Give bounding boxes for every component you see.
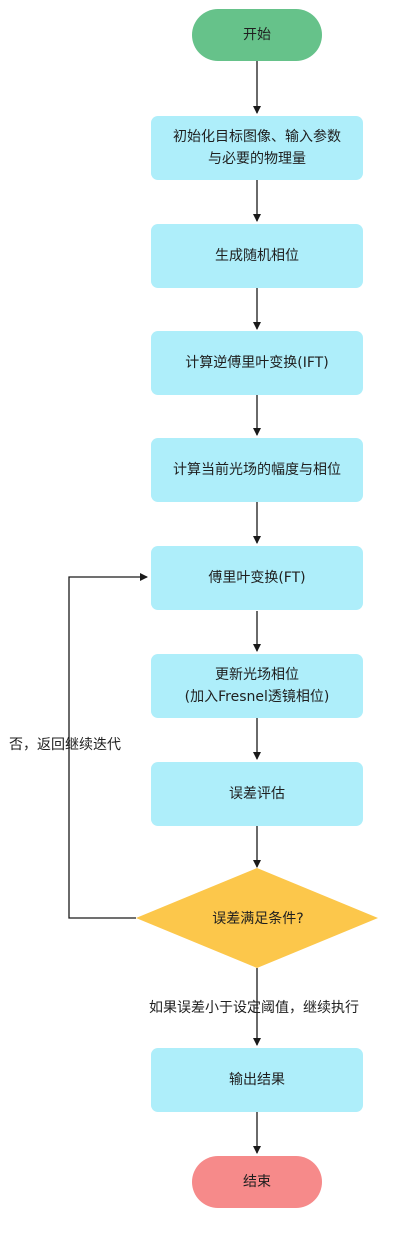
start-terminal: 开始 [192, 9, 322, 61]
arrow-loop-back-to-ft [68, 573, 148, 919]
output-label: 输出结果 [229, 1072, 285, 1088]
init-step-line2: 与必要的物理量 [208, 151, 306, 167]
update-phase-line1: 更新光场相位 [215, 667, 299, 683]
decision-diamond [136, 868, 378, 968]
error-eval-step: 误差评估 [151, 762, 363, 826]
decision-label: 误差满足条件? [212, 911, 304, 927]
amp-phase-step: 计算当前光场的幅度与相位 [151, 438, 363, 502]
ift-label: 计算逆傅里叶变换(IFT) [185, 355, 329, 371]
init-step-line1: 初始化目标图像、输入参数 [173, 129, 341, 145]
output-step: 输出结果 [151, 1048, 363, 1112]
error-eval-label: 误差评估 [229, 786, 285, 802]
random-phase-step: 生成随机相位 [151, 224, 363, 288]
amp-phase-label: 计算当前光场的幅度与相位 [173, 462, 341, 478]
end-label: 结束 [243, 1174, 271, 1190]
end-terminal: 结束 [192, 1156, 322, 1208]
start-label: 开始 [243, 27, 271, 43]
ft-label: 傅里叶变换(FT) [208, 570, 306, 586]
continue-label: 如果误差小于设定阈值，继续执行 [149, 1000, 359, 1016]
init-step: 初始化目标图像、输入参数 与必要的物理量 [151, 116, 363, 180]
loop-back-label: 否，返回继续迭代 [9, 737, 121, 753]
random-phase-label: 生成随机相位 [215, 248, 299, 264]
update-phase-step: 更新光场相位 (加入Fresnel透镜相位) [151, 654, 363, 718]
update-phase-line2: (加入Fresnel透镜相位) [184, 689, 330, 705]
ift-step: 计算逆傅里叶变换(IFT) [151, 331, 363, 395]
ft-step: 傅里叶变换(FT) [151, 546, 363, 610]
